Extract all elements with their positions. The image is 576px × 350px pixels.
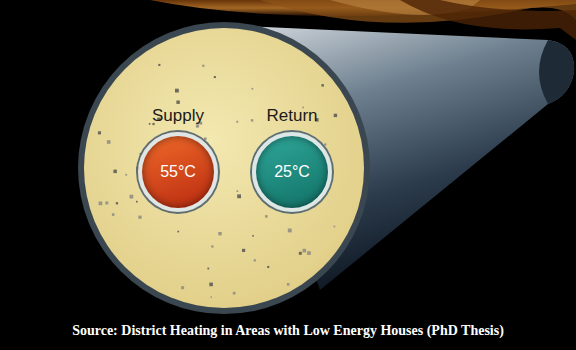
speck <box>202 65 204 67</box>
speck <box>181 286 184 289</box>
speck <box>303 249 307 253</box>
speck <box>136 201 138 203</box>
caption: Source: District Heating in Areas with L… <box>0 323 576 339</box>
return-pipe: Return 25°C <box>252 106 332 212</box>
speck <box>321 84 324 87</box>
speck <box>287 283 290 286</box>
speck <box>252 235 254 237</box>
temperature: 25°C <box>274 163 310 181</box>
speck <box>252 88 254 90</box>
speck <box>207 268 209 270</box>
temperature: 55°C <box>160 163 196 181</box>
pipe-label: Supply <box>152 106 204 126</box>
speck <box>334 114 337 117</box>
speck <box>107 140 111 144</box>
speck <box>237 194 241 198</box>
supply-pipe: Supply 55°C <box>138 106 218 212</box>
speck <box>209 283 213 287</box>
pipe-disc: 55°C <box>138 132 218 212</box>
speck <box>242 249 245 252</box>
speck <box>233 292 236 295</box>
speck <box>149 123 151 125</box>
speck <box>176 101 179 104</box>
speck <box>211 296 213 298</box>
speck <box>204 138 207 141</box>
speck <box>334 226 336 228</box>
speck <box>218 232 221 235</box>
speck <box>265 215 268 218</box>
speck <box>177 231 179 233</box>
speck <box>237 190 239 192</box>
speck <box>267 266 269 268</box>
speck <box>112 213 115 216</box>
speck <box>125 174 127 176</box>
speck <box>99 202 103 206</box>
speck <box>211 245 213 247</box>
speck <box>214 76 216 78</box>
speck <box>251 119 253 121</box>
speck <box>288 229 292 233</box>
speck <box>138 216 141 219</box>
speck <box>98 131 101 134</box>
speck <box>324 143 326 145</box>
pipe-disc: 25°C <box>252 132 332 212</box>
speck <box>236 121 238 123</box>
pipe-label: Return <box>266 106 317 126</box>
speck <box>307 251 311 255</box>
speck <box>158 64 160 66</box>
speck <box>105 202 108 205</box>
speck <box>254 259 256 261</box>
speck <box>175 89 179 93</box>
speck <box>116 202 118 204</box>
speck <box>299 252 302 255</box>
speck <box>130 195 134 199</box>
speck <box>113 170 117 174</box>
